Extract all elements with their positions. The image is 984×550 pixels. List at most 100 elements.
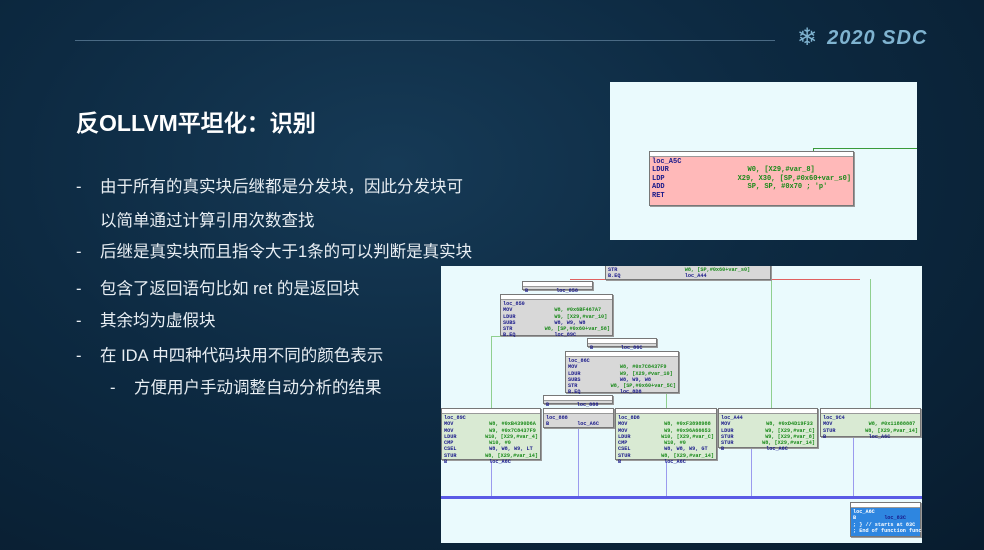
mnemonic: LDUR [618, 433, 631, 440]
operands: W8, #0xB4390D6A [489, 421, 536, 428]
bullet-item: -后继是真实块而且指令大于1条的可以判断是真实块 [76, 238, 472, 262]
mnemonic: MOV [618, 421, 628, 428]
code-line: RET [652, 192, 851, 200]
mnemonic: loc_888 [546, 415, 568, 421]
operands: W8, [SP,#0x60+var_58] [544, 326, 610, 333]
mnemonic: STR [503, 326, 513, 333]
mnemonic: STUR [823, 427, 836, 434]
mnemonic: MOV [721, 421, 731, 428]
operands: X29, X30, [SP,#0x60+var_s0] [737, 174, 851, 183]
bullet-item: -由于所有的真实块后继都是分发块，因此分发块可 [76, 173, 463, 197]
bullet-item: -方便用户手动调整自动分析的结果 [110, 374, 382, 398]
operands: loc_A6C [766, 446, 788, 453]
block-header [616, 409, 716, 414]
mnemonic: B [823, 433, 827, 440]
mnemonic: B.EQ [503, 332, 516, 339]
mnemonic: ; End of function func [853, 527, 922, 534]
mnemonic: RET [652, 191, 665, 200]
operands: loc_A44 [684, 273, 707, 280]
mnemonic: CMP [618, 440, 628, 447]
mnemonic: B [618, 459, 622, 466]
operands: W8, #0x7C8437F9 [619, 364, 667, 371]
bullet-dash: - [76, 347, 82, 365]
mnemonic: B [546, 421, 550, 428]
code-line: loc_A44 [721, 415, 815, 421]
code-line: loc_A6C [853, 509, 918, 515]
bullet-text: 方便用户手动调整自动分析的结果 [134, 379, 382, 397]
operands: W8, #0xD4D19F33 [766, 421, 813, 428]
code-line: loc_888 [546, 415, 611, 421]
mnemonic: LDP [652, 174, 665, 183]
operands: loc_858 [556, 288, 578, 294]
mnemonic: STR [568, 383, 578, 390]
mnemonic: MOV [568, 364, 578, 371]
operands: W10, #0 [489, 440, 511, 447]
mnemonic: loc_A5C [652, 158, 682, 166]
mnemonic: CSEL [618, 446, 631, 453]
mnemonic: LDUR [652, 166, 669, 175]
mnemonic: ; } // starts at 83C [853, 521, 916, 528]
bullet-item: -在 IDA 中四种代码块用不同的颜色表示 [76, 342, 383, 366]
mnemonic: STUR [721, 440, 734, 447]
mnemonic: B.EQ [608, 273, 621, 280]
mnemonic: SUBS [503, 319, 516, 326]
mnemonic: B [853, 515, 857, 522]
code-line: LDP X29, X30, [SP,#0x60+var_s0] [652, 175, 851, 183]
code-line: STR W8, [SP,#0x60+var_58] [503, 326, 610, 332]
code-line: loc_8D8 [618, 415, 714, 421]
mnemonic: loc_A44 [721, 415, 743, 421]
operands: W9, [X29,#var_10] [619, 370, 673, 377]
mnemonic: loc_850 [503, 301, 525, 307]
operands: W8, #0x6BF467A7 [554, 307, 602, 314]
mnemonic: MOV [503, 307, 513, 314]
code-line: loc_89C [444, 415, 538, 421]
operands: W9, [X29,#var_10] [554, 313, 608, 320]
mnemonic: loc_86C [568, 358, 590, 364]
bullet-text: 其余均为虚假块 [100, 312, 216, 330]
operands: loc_83C [884, 515, 906, 522]
block-header [851, 503, 920, 508]
mnemonic: MOV [618, 427, 628, 434]
operands: W8, #0x11888887 [868, 421, 916, 428]
operands: loc_888 [576, 402, 599, 408]
mnemonic: SUBS [568, 376, 581, 383]
operands: loc_A6C [577, 421, 599, 428]
block-header [566, 352, 678, 357]
code-line: MOV W8, #0xD4D19F33 [721, 421, 815, 427]
mnemonic: loc_A6C [853, 509, 875, 515]
